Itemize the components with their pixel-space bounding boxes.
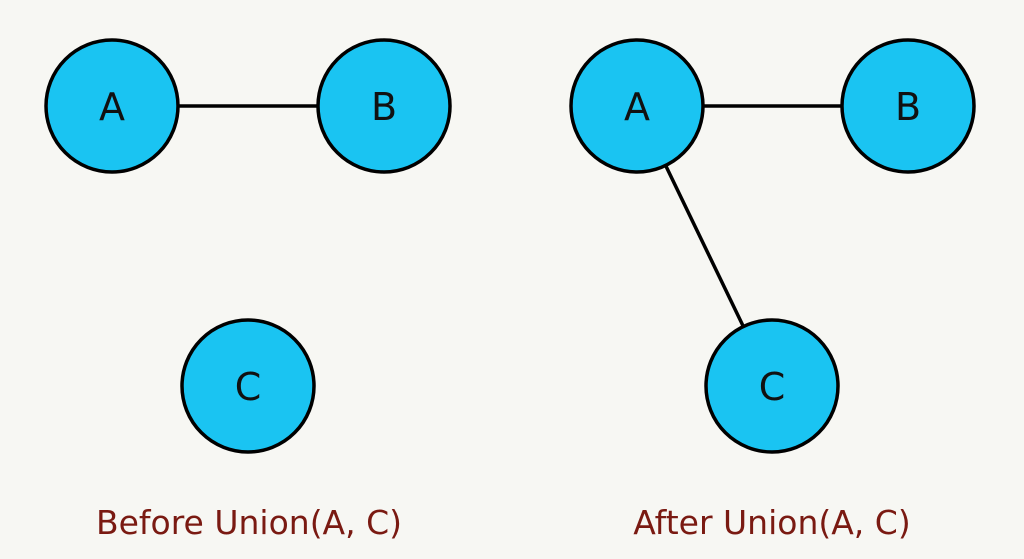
after-node-b: B: [840, 38, 976, 174]
before-node-c: C: [180, 318, 316, 454]
before-node-b-label: B: [371, 85, 397, 129]
after-node-c-circle: [704, 318, 840, 454]
nodes-layer: A B C A B C: [44, 38, 976, 454]
after-node-a: A: [569, 38, 705, 174]
after-edge-a-c: [664, 164, 745, 328]
before-node-c-label: C: [235, 365, 262, 409]
before-node-c-circle: [180, 318, 316, 454]
before-node-b-circle: [316, 38, 452, 174]
before-node-a-label: A: [99, 85, 125, 129]
before-union-caption: Before Union(A, C): [95, 503, 403, 542]
before-node-a: A: [44, 38, 180, 174]
after-union-caption: After Union(A, C): [633, 503, 911, 542]
after-node-c: C: [704, 318, 840, 454]
before-node-b: B: [316, 38, 452, 174]
before-node-a-circle: [44, 38, 180, 174]
after-node-a-circle: [569, 38, 705, 174]
after-node-b-circle: [840, 38, 976, 174]
after-node-b-label: B: [895, 85, 921, 129]
after-node-a-label: A: [624, 85, 650, 129]
after-node-c-label: C: [759, 365, 786, 409]
edges-layer: [178, 104, 842, 328]
